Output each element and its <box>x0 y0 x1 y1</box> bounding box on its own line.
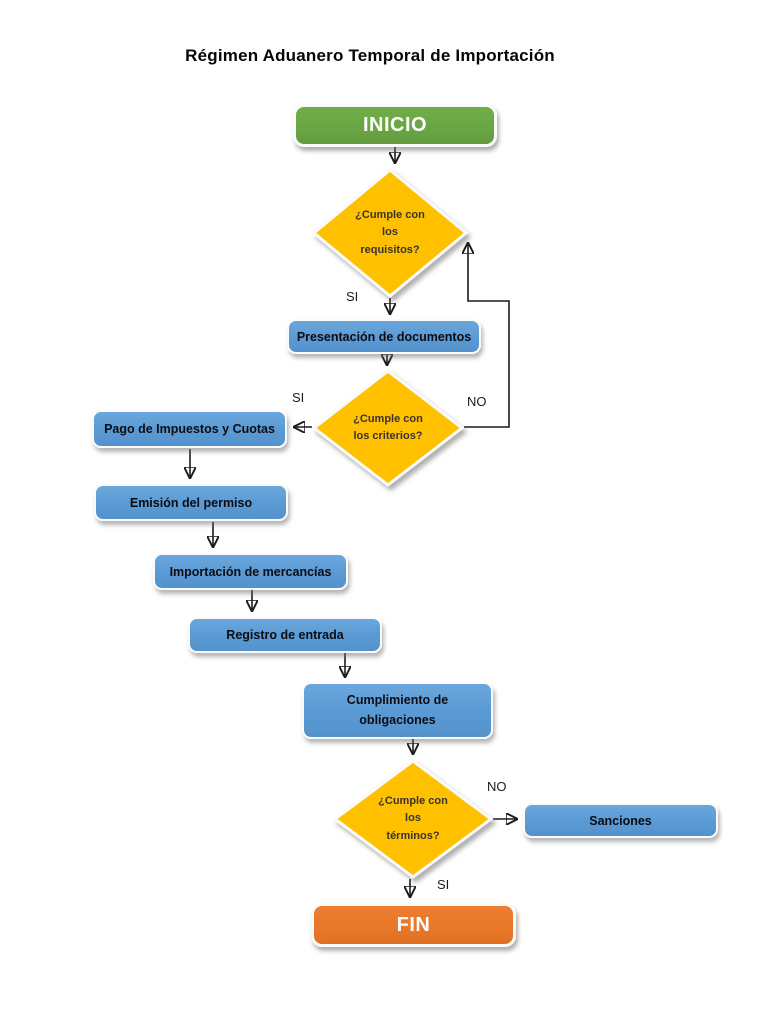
node-importacion-label: Importación de mercancías <box>169 564 332 579</box>
node-pago-label: Pago de Impuestos y Cuotas <box>104 422 275 436</box>
node-registro-entrada: Registro de entrada <box>188 617 382 653</box>
decision-criterios: ¿Cumple con los criterios? <box>311 369 465 487</box>
decision-requisitos: ¿Cumple con los requisitos? <box>311 168 469 298</box>
node-emision-label: Emisión del permiso <box>129 495 253 510</box>
node-cumplimiento-obligaciones: Cumplimiento de obligaciones <box>302 682 493 739</box>
edge-label-d2-si: SI <box>292 390 305 405</box>
decision-requisitos-label: ¿Cumple con los requisitos? <box>355 209 425 256</box>
node-cumplimiento-label: Cumplimiento de obligaciones <box>346 693 449 727</box>
node-pago-impuestos: Pago de Impuestos y Cuotas <box>92 410 287 448</box>
decision-terminos: ¿Cumple con los términos? <box>332 759 494 879</box>
node-sanciones: Sanciones <box>523 803 718 838</box>
diamond-shape-terminos <box>332 759 494 879</box>
node-importacion-mercancias: Importación de mercancías <box>153 553 348 590</box>
decision-terminos-label: ¿Cumple con los términos? <box>378 795 448 842</box>
edge-label-d3-si: SI <box>437 877 450 892</box>
diamond-shape-requisitos <box>311 168 469 298</box>
edge-label-d3-no: NO <box>487 779 507 794</box>
node-fin-label: FIN <box>396 913 431 936</box>
node-inicio-label: INICIO <box>362 114 428 136</box>
node-sanciones-label: Sanciones <box>589 813 652 828</box>
edge-label-d1-si: SI <box>346 289 359 304</box>
node-fin: FIN <box>311 903 516 947</box>
node-presentacion-documentos: Presentación de documentos <box>287 319 481 354</box>
page-title: Régimen Aduanero Temporal de Importación <box>185 46 555 65</box>
edge-label-d2-no: NO <box>467 394 487 409</box>
node-registro-label: Registro de entrada <box>226 628 344 642</box>
decision-criterios-label: ¿Cumple con los criterios? <box>353 412 423 442</box>
node-inicio: INICIO <box>293 104 497 147</box>
diamond-shape-criterios <box>311 369 465 487</box>
node-emision-permiso: Emisión del permiso <box>94 484 288 521</box>
node-presentacion-label: Presentación de documentos <box>296 329 472 344</box>
